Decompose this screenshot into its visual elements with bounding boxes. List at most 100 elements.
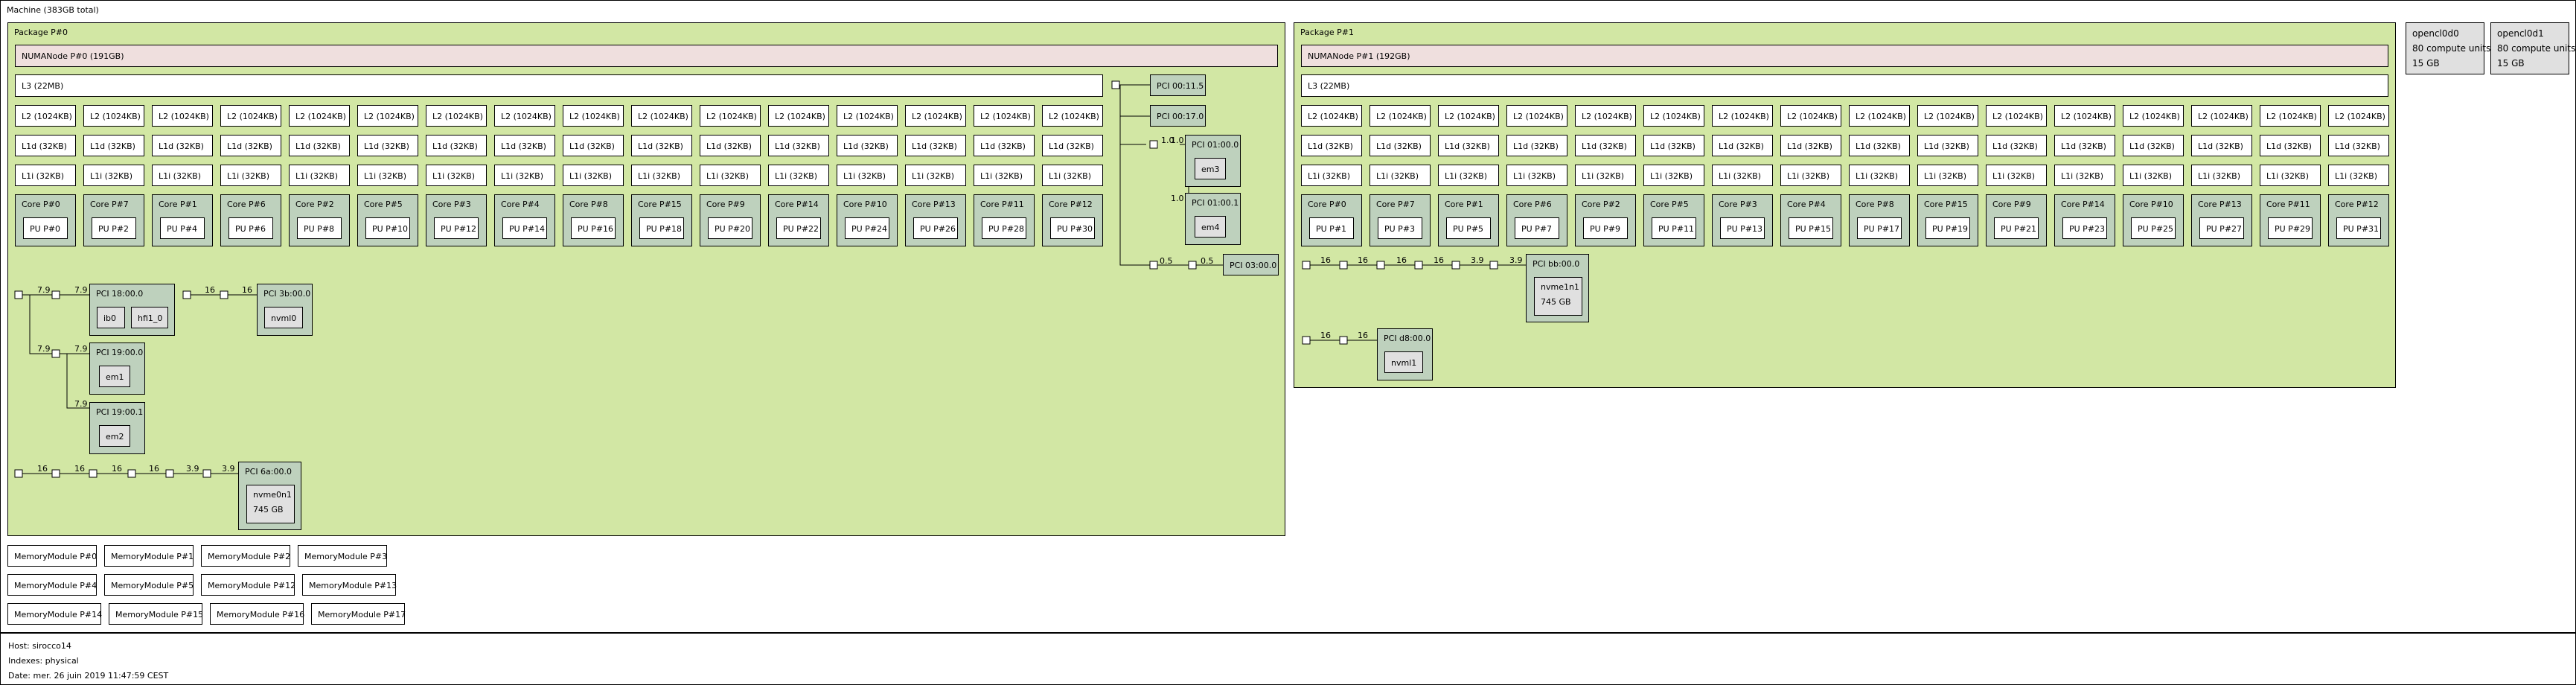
- memory-module-label: MemoryModule P#0: [14, 552, 98, 561]
- l1d-cache: L1d (32KB): [83, 135, 144, 156]
- processing-unit-label: PU P#15: [1795, 224, 1832, 234]
- l2-cache-label: L2 (1024KB): [1513, 112, 1564, 121]
- l2-cache: L2 (1024KB): [1575, 105, 1636, 127]
- l2-cache-label: L2 (1024KB): [2335, 112, 2385, 121]
- l2-cache-label: L2 (1024KB): [1924, 112, 1975, 121]
- core-label: Core P#11: [980, 200, 1024, 209]
- opencl-memory: 15 GB: [2497, 58, 2525, 68]
- l1i-cache: L1i (32KB): [563, 165, 624, 186]
- l1d-cache-label: L1d (32KB): [1992, 141, 2038, 151]
- l1i-cache: L1i (32KB): [83, 165, 144, 186]
- l1i-cache: L1i (32KB): [494, 165, 555, 186]
- l1i-cache: L1i (32KB): [1301, 165, 1362, 186]
- l1d-cache: L1d (32KB): [357, 135, 418, 156]
- link-speed: 3.9: [222, 464, 235, 474]
- l2-cache: L2 (1024KB): [426, 105, 487, 127]
- l1i-cache-label: L1i (32KB): [1787, 171, 1830, 181]
- l2-cache: L2 (1024KB): [563, 105, 624, 127]
- l1d-cache-label: L1d (32KB): [912, 141, 957, 151]
- core-label: Core P#15: [1924, 200, 1968, 209]
- l2-cache-label: L2 (1024KB): [1787, 112, 1838, 121]
- l1d-cache: L1d (32KB): [905, 135, 966, 156]
- l1i-cache-label: L1i (32KB): [1719, 171, 1762, 181]
- l2-cache: L2 (1024KB): [1849, 105, 1910, 127]
- date-text: Date: mer. 26 juin 2019 11:47:59 CEST: [8, 671, 169, 681]
- l2-cache-label: L2 (1024KB): [1650, 112, 1701, 121]
- pci-device: PCI 00:11.5: [1150, 74, 1206, 96]
- processing-unit: PU P#18: [639, 217, 684, 239]
- memory-module: MemoryModule P#1: [104, 545, 194, 567]
- core-label: Core P#3: [432, 200, 471, 209]
- processing-unit: PU P#5: [1446, 217, 1491, 239]
- os-device-label: em1: [106, 372, 124, 382]
- l1d-cache: L1d (32KB): [494, 135, 555, 156]
- processing-unit: PU P#0: [23, 217, 68, 239]
- core-label: Core P#11: [2266, 200, 2310, 209]
- l1i-cache: L1i (32KB): [426, 165, 487, 186]
- l1d-cache-label: L1d (32KB): [775, 141, 820, 151]
- l1d-cache: L1d (32KB): [1917, 135, 1978, 156]
- openfabrics-device: hfi1_0: [131, 307, 168, 328]
- l1i-cache-label: L1i (32KB): [159, 171, 202, 181]
- l1d-cache: L1d (32KB): [974, 135, 1035, 156]
- os-device-label: ib0: [103, 313, 117, 323]
- core-label: Core P#0: [22, 200, 60, 209]
- l1i-cache-label: L1i (32KB): [1376, 171, 1419, 181]
- core-label: Core P#5: [364, 200, 403, 209]
- memory-module: MemoryModule P#15: [109, 603, 203, 625]
- pci-device: PCI 03:00.0: [1223, 254, 1279, 275]
- numa-label: NUMANode P#0 (191GB): [22, 51, 124, 61]
- l1d-cache-label: L1d (32KB): [2335, 141, 2380, 151]
- l2-cache-label: L2 (1024KB): [1582, 112, 1632, 121]
- l2-cache-label: L2 (1024KB): [1856, 112, 1906, 121]
- l2-cache: L2 (1024KB): [1370, 105, 1431, 127]
- l1d-cache: L1d (32KB): [837, 135, 898, 156]
- processing-unit-label: PU P#6: [235, 224, 266, 234]
- l2-cache: L2 (1024KB): [1917, 105, 1978, 127]
- l2-cache-label: L2 (1024KB): [843, 112, 894, 121]
- processing-unit: PU P#16: [571, 217, 616, 239]
- link-speed: 16: [149, 464, 159, 474]
- block-device: nvme0n1 745 GB: [246, 485, 295, 523]
- processing-unit-label: PU P#12: [441, 224, 477, 234]
- l2-cache: L2 (1024KB): [1712, 105, 1773, 127]
- l1d-cache: L1d (32KB): [2260, 135, 2321, 156]
- machine-label: Machine (383GB total): [7, 5, 99, 15]
- processing-unit-label: PU P#16: [578, 224, 614, 234]
- memory-module-label: MemoryModule P#16: [217, 610, 305, 619]
- l1d-cache: L1d (32KB): [2123, 135, 2184, 156]
- processing-unit: PU P#25: [2131, 217, 2176, 239]
- l1i-cache: L1i (32KB): [357, 165, 418, 186]
- l1d-cache-label: L1d (32KB): [2061, 141, 2106, 151]
- l1d-cache-label: L1d (32KB): [22, 141, 67, 151]
- l2-cache-label: L2 (1024KB): [912, 112, 962, 121]
- processing-unit: PU P#21: [1994, 217, 2039, 239]
- l1i-cache-label: L1i (32KB): [1856, 171, 1899, 181]
- l1i-cache: L1i (32KB): [2123, 165, 2184, 186]
- link-speed: 3.9: [186, 464, 199, 474]
- memory-module-label: MemoryModule P#12: [208, 581, 296, 590]
- l1i-cache: L1i (32KB): [152, 165, 213, 186]
- link-speed: 16: [1320, 255, 1331, 265]
- processing-unit-label: PU P#22: [783, 224, 819, 234]
- l2-cache-label: L2 (1024KB): [1376, 112, 1427, 121]
- l2-cache-label: L2 (1024KB): [159, 112, 209, 121]
- pci-label: PCI d8:00.0: [1384, 334, 1431, 343]
- pci-device: PCI 6a:00.0 nvme0n1 745 GB: [238, 462, 301, 530]
- l1i-cache: L1i (32KB): [15, 165, 76, 186]
- pci-device: PCI 3b:00.0 nvml0: [257, 284, 313, 336]
- os-device-size: 745 GB: [253, 505, 284, 514]
- l1i-cache-label: L1i (32KB): [432, 171, 476, 181]
- core-label: Core P#6: [227, 200, 266, 209]
- processing-unit-label: PU P#17: [1864, 224, 1900, 234]
- core-label: Core P#13: [912, 200, 956, 209]
